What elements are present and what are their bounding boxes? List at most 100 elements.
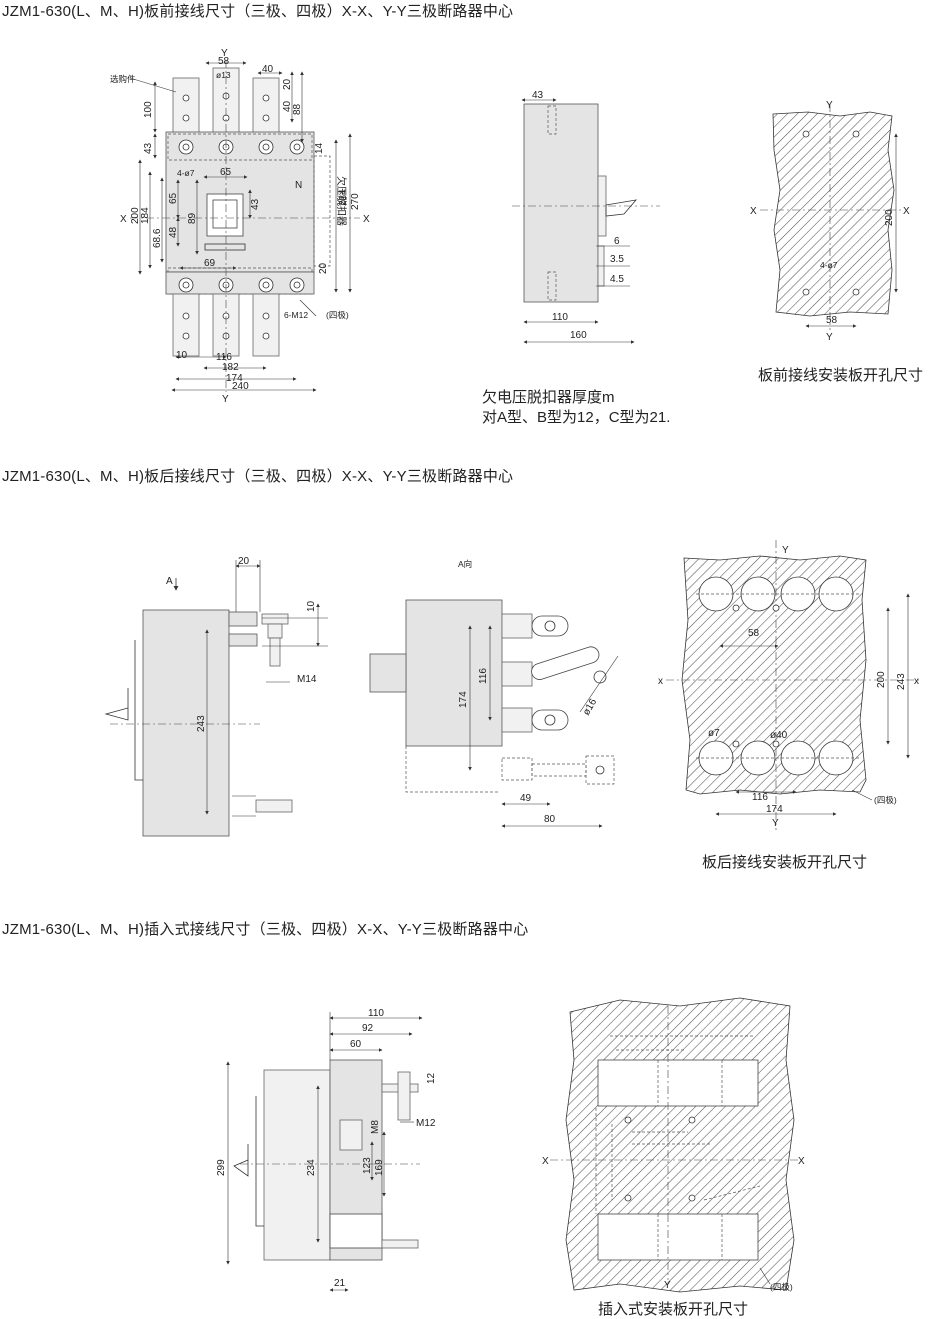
- dimension-label: 49: [520, 793, 532, 804]
- dimension-label: 10: [306, 600, 317, 612]
- dimension-label: Y: [826, 100, 833, 111]
- holes-6-label: 6-M12: [284, 310, 308, 320]
- view-a-direction-label: A向: [458, 559, 472, 569]
- phi13-label: ø13: [216, 70, 231, 80]
- rear-view-a: A向 116 174 ø16 49 80: [369, 559, 619, 828]
- dimension-label: 43: [250, 198, 261, 210]
- dimension-label: 65: [220, 167, 232, 178]
- plugin-panel-caption: 插入式安装板开孔尺寸: [598, 1301, 749, 1318]
- dimension-label: 182: [222, 362, 239, 373]
- dimension-label: 40: [282, 100, 293, 112]
- rear-panel-cutout: 58 200 243 ø7 ø40 116 174 Y Y x x (四极): [658, 540, 920, 830]
- dimension-label: 174: [226, 373, 243, 384]
- dimension-label: M12: [416, 1118, 436, 1129]
- view-a-label: A: [166, 576, 173, 587]
- dimension-label: 20: [318, 262, 329, 274]
- dimension-label: 184: [140, 207, 151, 224]
- undervoltage-note-line2: 对A型、B型为12，C型为21.: [482, 409, 671, 426]
- dimension-label: (四极): [770, 1282, 793, 1292]
- dimension-label: 40: [262, 64, 274, 75]
- dimension-label: x: [658, 676, 663, 687]
- dimension-label: 4.5: [610, 274, 624, 285]
- dimension-label: 58: [748, 628, 760, 639]
- dimension-label: 110: [368, 1008, 384, 1019]
- dimension-label: 270: [350, 193, 361, 210]
- dimension-label: X: [798, 1156, 805, 1167]
- dimension-label: X: [542, 1156, 549, 1167]
- dimension-label: 60: [350, 1039, 362, 1050]
- dimension-label: 20: [238, 556, 250, 567]
- dimension-label: (四极): [874, 795, 897, 805]
- holes-4-label: 4-ø7: [177, 168, 195, 178]
- dimension-label: 58: [218, 56, 230, 67]
- dimension-label: 243: [196, 715, 207, 732]
- x-axis-right: X: [363, 214, 370, 225]
- front-panel-cutout: 200 58 4-ø7 X X Y Y: [750, 100, 910, 343]
- front-view-drawing: 欠压脱扣器: [110, 48, 370, 405]
- dimension-label: X: [903, 206, 910, 217]
- dimension-label: 200: [884, 209, 895, 226]
- front-panel-caption: 板前接线安装板开孔尺寸: [758, 367, 924, 384]
- dimension-label: M8: [370, 1120, 381, 1134]
- front-side-view: 43 6 3.5 4.5 110 160: [512, 90, 660, 344]
- dimension-label: 43: [143, 142, 154, 154]
- dimension-label: 65: [168, 192, 179, 204]
- dimension-label: 240: [232, 381, 249, 392]
- dimension-label: Y: [826, 332, 833, 343]
- dimension-label: X: [750, 206, 757, 217]
- dimension-label: 234: [306, 1159, 317, 1176]
- dimension-label: 169: [374, 1159, 385, 1176]
- dimension-label: 12: [426, 1072, 437, 1084]
- dimension-label: 200: [876, 671, 887, 688]
- dimension-label: 299: [216, 1159, 227, 1176]
- rear-wiring-heading: JZM1-630(L、M、H)板后接线尺寸（三极、四极）X-X、Y-Y三极断路器…: [2, 468, 514, 485]
- plugin-wiring-heading: JZM1-630(L、M、H)插入式接线尺寸（三极、四极）X-X、Y-Y三极断路…: [2, 921, 529, 938]
- dimension-label: 100: [143, 101, 154, 118]
- dimension-label: 174: [766, 804, 783, 815]
- dimension-label: 89: [187, 212, 198, 224]
- n-pole-label: N: [295, 180, 302, 191]
- dimension-label: 116: [752, 792, 768, 803]
- dimension-label: x: [914, 676, 919, 687]
- dimension-label: 88: [292, 103, 303, 115]
- dimension-label: 6: [614, 236, 620, 247]
- dimension-label: 123: [362, 1157, 373, 1174]
- dimension-label: 3.5: [610, 254, 624, 265]
- dimension-label: 10: [176, 350, 188, 361]
- dimension-label: 80: [544, 814, 556, 825]
- dimension-label: Y: [664, 1280, 671, 1291]
- dimension-label: ø16: [581, 697, 599, 718]
- panel-holes-label: 4-ø7: [820, 260, 838, 270]
- dimension-label: 174: [458, 691, 469, 708]
- dimension-label: 200: [130, 207, 141, 224]
- plugin-panel-cutout: X X Y (四极): [542, 997, 805, 1293]
- dimension-label: 234: [338, 189, 349, 206]
- dimension-label: M14: [297, 674, 317, 685]
- dimension-label: 110: [552, 312, 568, 323]
- dimension-label: 160: [570, 330, 587, 341]
- dimension-label: 21: [334, 1278, 346, 1289]
- four-pole-label: (四极): [326, 310, 349, 320]
- dimension-label: Y: [772, 818, 779, 829]
- undervoltage-note-line1: 欠电压脱扣器厚度m: [482, 389, 615, 406]
- dimension-label: 69: [204, 258, 216, 269]
- dimension-label: 14: [314, 142, 325, 154]
- rear-side-view: A 20 10 M14 243: [104, 556, 328, 837]
- dimension-label: 116: [216, 352, 232, 363]
- dimension-label: 20: [282, 78, 293, 90]
- dimension-label: Y: [782, 545, 789, 556]
- plugin-side-view: 110 92 60 12 M8 M12 299 234 123 169 21: [216, 1008, 437, 1292]
- dimension-label: 243: [896, 673, 907, 690]
- x-axis-left: X: [120, 214, 127, 225]
- dimension-label: 48: [168, 226, 179, 238]
- y-axis-top: Y: [221, 48, 228, 59]
- dimension-label: ø7: [708, 728, 720, 739]
- rear-panel-caption: 板后接线安装板开孔尺寸: [702, 854, 868, 871]
- dimension-label: 68.6: [152, 228, 163, 248]
- undervoltage-label: 欠压脱扣器: [335, 176, 348, 226]
- dimension-label: 58: [826, 315, 838, 326]
- front-wiring-heading: JZM1-630(L、M、H)板前接线尺寸（三极、四极）X-X、Y-Y三极断路器…: [2, 3, 514, 20]
- y-axis-bottom: Y: [222, 394, 229, 405]
- dimension-label: 43: [532, 90, 544, 101]
